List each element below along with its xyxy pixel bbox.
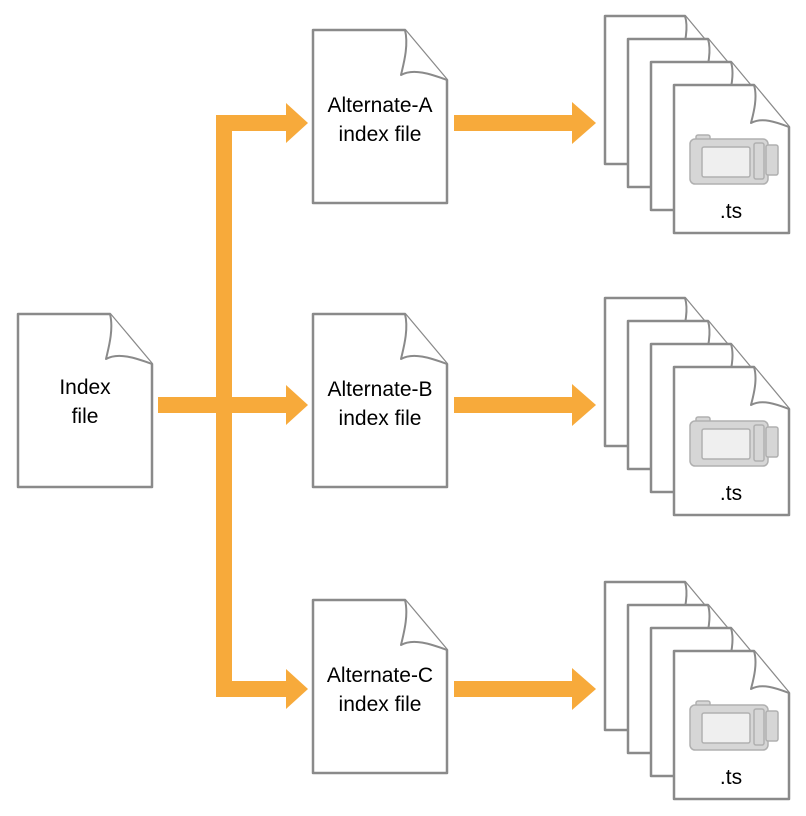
arrow-to-segments-b [572, 384, 596, 426]
segment-stack-a: .ts [603, 14, 791, 235]
video-camera-icon [689, 416, 779, 467]
alternate-a-label-line1: Alternate-A [327, 94, 432, 117]
index-file-label-line1: Index [59, 376, 111, 399]
alternate-a-label-line2: index file [339, 123, 422, 146]
arrow-to-alternate-a [286, 103, 308, 143]
segment-page-front: .ts [672, 83, 791, 235]
alternate-c-label-line2: index file [339, 693, 422, 716]
alternate-b-label-line1: Alternate-B [327, 378, 432, 401]
alternate-c-document: Alternate-C index file [311, 598, 449, 775]
alternate-b-label-line2: index file [339, 407, 422, 430]
video-camera-icon [689, 700, 779, 751]
arrow-to-segments-c [572, 668, 596, 710]
index-to-b-shaft [158, 397, 290, 413]
trunk-to-c-shaft [216, 681, 290, 697]
segment-page-front: .ts [672, 649, 791, 801]
segment-stack-b: .ts [603, 296, 791, 517]
alternate-c-label-line1: Alternate-C [327, 664, 433, 687]
arrow-to-alternate-b [286, 385, 308, 425]
index-file-label-line2: file [72, 405, 99, 428]
alternate-b-document: Alternate-B index file [311, 312, 449, 489]
c-to-segments-shaft [454, 681, 576, 697]
alternate-a-document: Alternate-A index file [311, 28, 449, 205]
trunk-to-a-shaft [216, 115, 290, 131]
segment-page-front: .ts [672, 365, 791, 517]
arrow-to-alternate-c [286, 669, 308, 709]
segment-label: .ts [720, 482, 742, 505]
index-file-document: Index file [16, 312, 154, 489]
segment-stack-c: .ts [603, 580, 791, 801]
segment-label: .ts [720, 766, 742, 789]
connectors [158, 102, 596, 710]
video-camera-icon [689, 134, 779, 185]
b-to-segments-shaft [454, 397, 576, 413]
segment-label: .ts [720, 200, 742, 223]
a-to-segments-shaft [454, 115, 576, 131]
arrow-to-segments-a [572, 102, 596, 144]
